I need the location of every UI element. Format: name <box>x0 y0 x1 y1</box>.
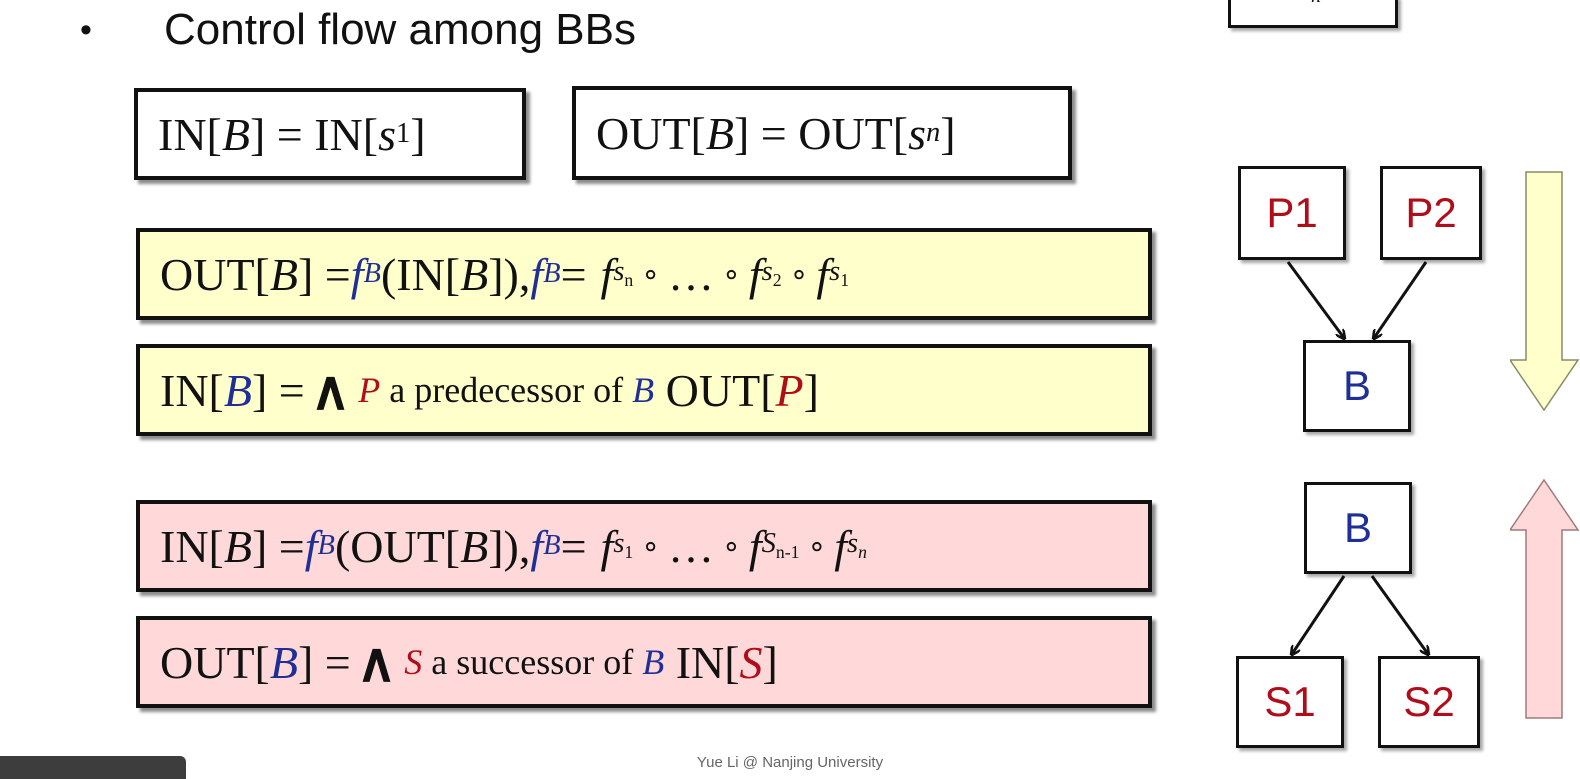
heading-text: Control flow among BBs <box>164 5 636 54</box>
forward-direction-arrow-icon <box>1510 171 1580 412</box>
partial-node-label: n <box>1311 0 1321 8</box>
node-s2: S2 <box>1378 656 1480 748</box>
partial-node-top: n <box>1228 0 1398 28</box>
node-p2: P2 <box>1380 166 1482 260</box>
slide-heading: • Control flow among BBs <box>80 0 636 60</box>
bullet-symbol: • <box>80 10 92 49</box>
backward-meet-box: OUT[B] = ∧S a successor of B IN[S] <box>136 616 1152 708</box>
player-progress-bar <box>0 756 186 779</box>
forward-meet-box: IN[B] = ∧P a predecessor of B OUT[P] <box>136 344 1152 436</box>
edge-b-s2 <box>1370 575 1428 654</box>
node-p1: P1 <box>1238 166 1346 260</box>
edge-b-s1 <box>1292 575 1346 654</box>
node-b-backward: B <box>1304 482 1412 574</box>
edge-p1-b <box>1286 261 1344 338</box>
backward-direction-arrow-icon <box>1510 478 1580 719</box>
node-s1: S1 <box>1236 656 1344 748</box>
slide-footer: Yue Li @ Nanjing University <box>696 754 884 771</box>
node-b-forward: B <box>1303 340 1411 432</box>
edge-p2-b <box>1374 261 1428 338</box>
